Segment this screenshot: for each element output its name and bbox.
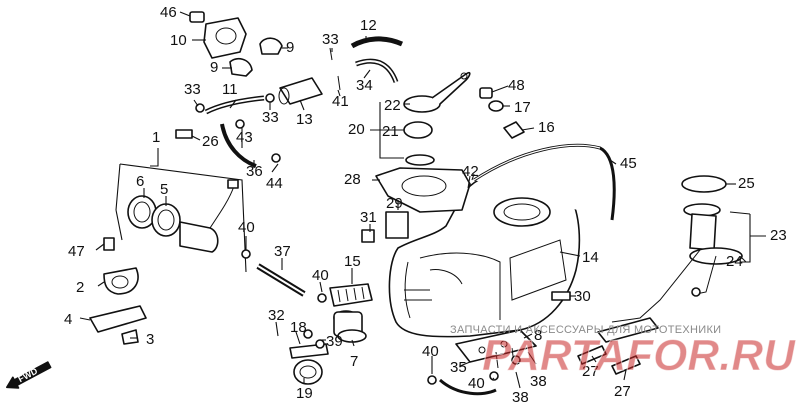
callout-10: 10: [170, 32, 187, 49]
callout-1: 1: [152, 129, 160, 146]
callout-27-right: 27: [614, 383, 631, 400]
callout-33-left: 33: [184, 81, 201, 98]
callout-4: 4: [64, 311, 72, 328]
callout-40-bottom: 40: [468, 375, 485, 392]
callout-43: 43: [236, 129, 253, 146]
clamp: [289, 343, 329, 385]
fuel-pump-assembly: [115, 163, 247, 273]
callout-2: 2: [76, 279, 84, 296]
callout-28: 28: [344, 171, 361, 188]
fuel-filter: [333, 310, 367, 343]
callout-31: 31: [360, 209, 377, 226]
callout-5: 5: [160, 181, 168, 198]
callout-40-middle: 40: [312, 267, 329, 284]
leader-lines: [79, 11, 766, 389]
callout-24: 24: [726, 253, 743, 270]
callout-29: 29: [386, 195, 403, 212]
callout-16: 16: [538, 119, 555, 136]
watermark-logo: PARTAFOR.RU: [482, 331, 796, 380]
callout-11: 11: [222, 81, 238, 98]
callout-8: 8: [534, 327, 542, 344]
callout-45: 45: [620, 155, 637, 172]
callout-9-bottom: 9: [210, 59, 218, 76]
callout-38-right: 38: [530, 373, 547, 390]
callout-18: 18: [290, 319, 307, 336]
callout-33-middle: 33: [262, 109, 279, 126]
callout-30: 30: [574, 288, 591, 305]
callout-33-top: 33: [322, 31, 339, 48]
callout-9-top: 9: [286, 39, 294, 56]
callout-19: 19: [296, 385, 313, 402]
callout-13: 13: [296, 111, 313, 128]
callout-39: 39: [326, 333, 343, 350]
fasteners: [361, 87, 701, 385]
cushion-plate: [597, 317, 659, 343]
connector: [329, 283, 373, 307]
top-parts: [189, 11, 283, 77]
callout-44: 44: [266, 175, 283, 192]
callout-22: 22: [384, 97, 401, 114]
callout-15: 15: [344, 253, 361, 270]
mount-brackets: [89, 237, 147, 345]
callout-14: 14: [582, 249, 599, 266]
callout-6: 6: [136, 173, 144, 190]
callout-42: 42: [462, 163, 479, 180]
callout-48: 48: [508, 77, 525, 94]
callout-numbers: 46 10 9 9 33 11 33 13 33 12 34 41 1 26 4…: [64, 4, 787, 406]
callout-35: 35: [450, 359, 467, 376]
callout-38-bottom: 38: [512, 389, 529, 406]
callout-26: 26: [202, 133, 219, 150]
callout-23: 23: [770, 227, 787, 244]
callout-41: 41: [332, 93, 349, 110]
forward-direction-arrow: FWD: [6, 361, 52, 389]
callout-36: 36: [246, 163, 263, 180]
callout-37: 37: [274, 243, 291, 260]
callout-34: 34: [356, 77, 373, 94]
fuel-level-sender: [611, 175, 743, 323]
callout-46: 46: [160, 4, 177, 21]
callout-40-lower: 40: [422, 343, 439, 360]
callout-27-left: 27: [582, 363, 599, 380]
callout-25: 25: [738, 175, 755, 192]
callout-40-left: 40: [238, 219, 255, 236]
callout-3: 3: [146, 331, 154, 348]
callout-7: 7: [350, 353, 358, 370]
tank-tray: [375, 167, 471, 213]
callout-32: 32: [268, 307, 285, 324]
callout-12: 12: [360, 17, 377, 34]
filler-cap: [403, 71, 471, 166]
watermark-caption: ЗАПЧАСТИ И АКСЕССУАРЫ ДЛЯ МОТОТЕХНИКИ: [450, 324, 721, 336]
callout-20: 20: [348, 121, 365, 138]
watermark: ЗАПЧАСТИ И АКСЕССУАРЫ ДЛЯ МОТОТЕХНИКИ PA…: [450, 324, 797, 381]
callout-17: 17: [514, 99, 531, 116]
callout-47: 47: [68, 243, 85, 260]
callout-21: 21: [382, 123, 399, 140]
